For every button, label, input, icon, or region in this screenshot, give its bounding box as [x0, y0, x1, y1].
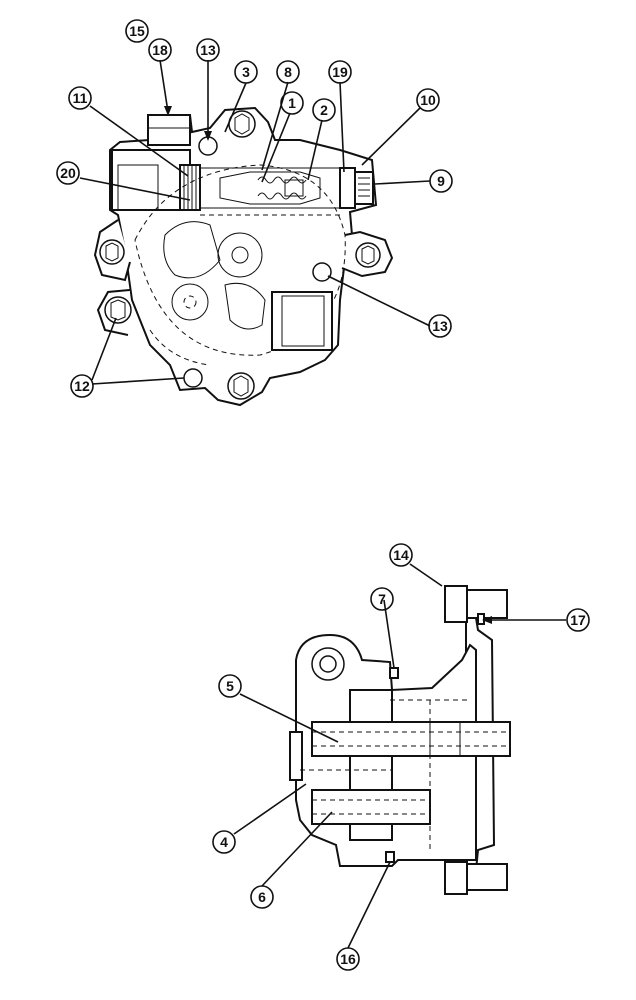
leader-lines-bottom	[233, 563, 566, 949]
callout-20: 20	[56, 161, 80, 185]
svg-text:20: 20	[60, 165, 76, 181]
callout-1: 1	[280, 91, 304, 115]
svg-text:19: 19	[332, 64, 348, 80]
svg-text:8: 8	[284, 64, 292, 80]
callout-7: 7	[370, 587, 394, 611]
leader-lines-top	[79, 59, 431, 385]
svg-text:6: 6	[258, 889, 266, 905]
callout-16: 16	[336, 947, 360, 971]
svg-text:11: 11	[73, 90, 88, 106]
svg-text:10: 10	[420, 92, 436, 108]
callout-14: 14	[389, 543, 413, 567]
svg-text:15: 15	[129, 23, 145, 39]
housing-side-view	[289, 585, 511, 895]
svg-text:16: 16	[340, 951, 356, 967]
svg-text:13: 13	[432, 318, 448, 334]
svg-text:4: 4	[220, 834, 228, 850]
callout-10: 10	[416, 88, 440, 112]
svg-text:17: 17	[570, 612, 586, 628]
callout-9: 9	[429, 169, 453, 193]
callout-2: 2	[312, 98, 336, 122]
callout-12: 12	[70, 374, 94, 398]
svg-text:3: 3	[242, 64, 250, 80]
callout-13-right: 13	[428, 314, 452, 338]
svg-text:13: 13	[200, 42, 216, 58]
callout-5: 5	[218, 674, 242, 698]
callout-3: 3	[234, 60, 258, 84]
svg-text:5: 5	[226, 678, 234, 694]
callout-6: 6	[250, 885, 274, 909]
svg-text:1: 1	[288, 95, 296, 111]
callout-18: 18	[148, 38, 172, 62]
svg-text:18: 18	[152, 42, 168, 58]
callout-15: 15	[125, 19, 149, 43]
svg-text:12: 12	[74, 378, 90, 394]
svg-text:2: 2	[320, 102, 328, 118]
callout-13-top: 13	[196, 38, 220, 62]
callout-17: 17	[566, 608, 590, 632]
svg-text:14: 14	[393, 547, 409, 563]
callout-11: 11	[68, 86, 92, 110]
svg-text:9: 9	[437, 173, 445, 189]
housing-top-view	[93, 106, 394, 407]
callout-4: 4	[212, 830, 236, 854]
callout-19: 19	[328, 60, 352, 84]
callout-8: 8	[276, 60, 300, 84]
svg-text:7: 7	[378, 591, 386, 607]
